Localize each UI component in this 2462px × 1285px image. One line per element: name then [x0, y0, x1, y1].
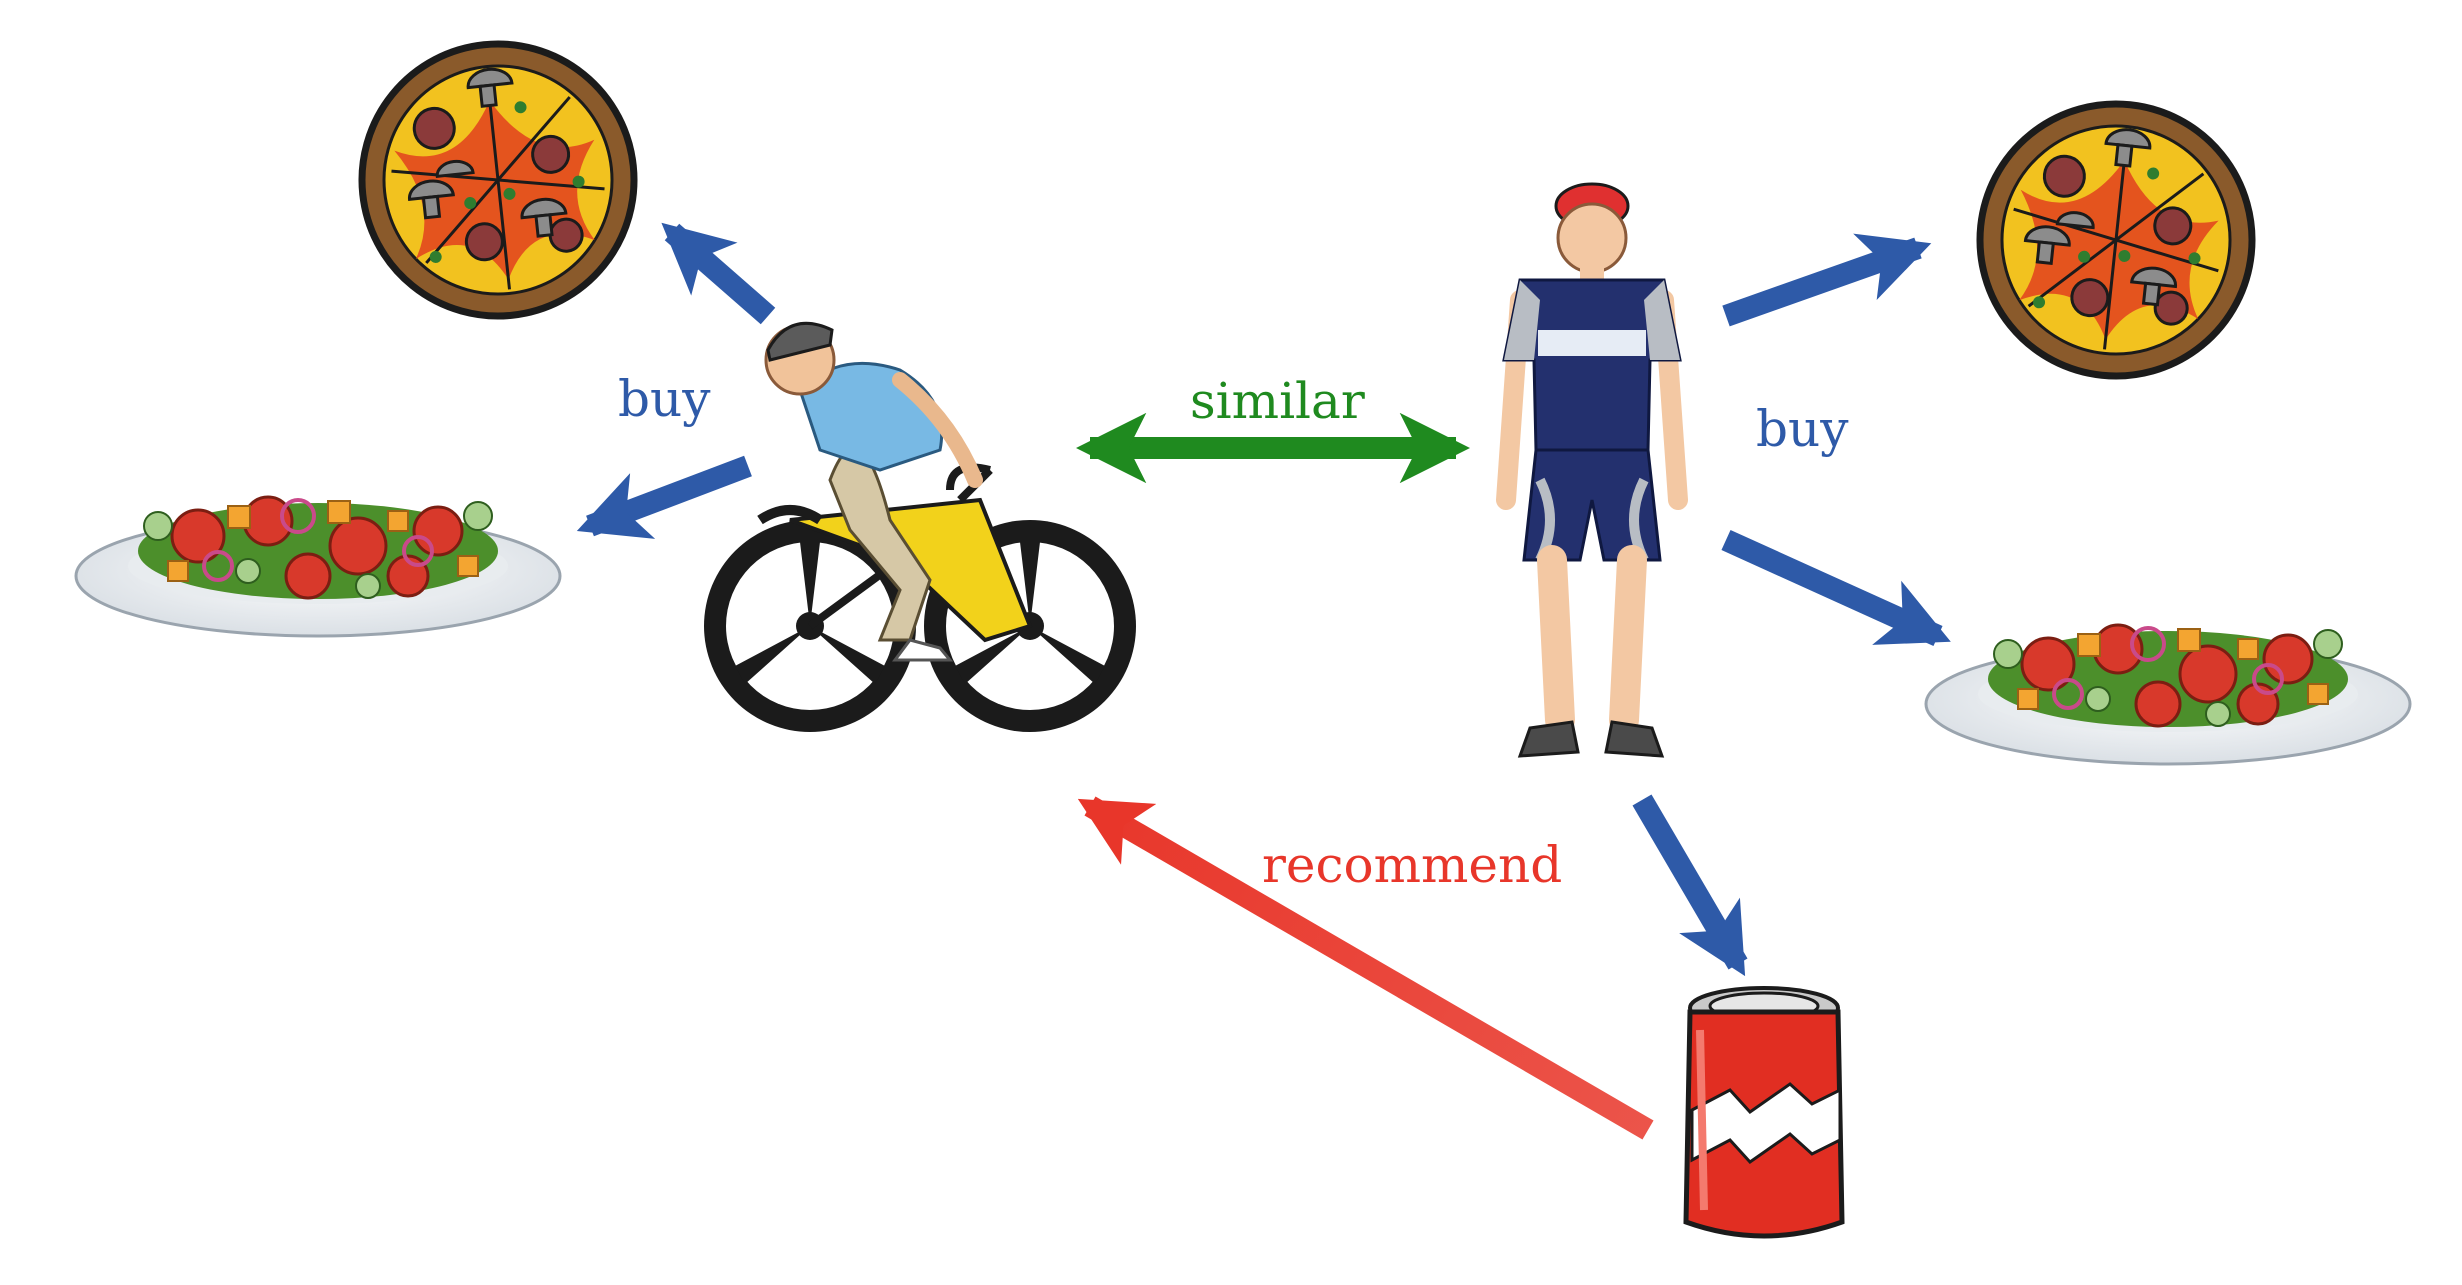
arrow-buy-right-salad: [1721, 529, 1951, 647]
arrow-buy-left-salad: [576, 455, 752, 539]
salad-right-icon: [1924, 623, 2412, 766]
cyclist-on-bike-icon: [704, 321, 1136, 732]
label-similar: similar: [1190, 372, 1365, 430]
label-buy-left: buy: [618, 370, 711, 428]
label-recommend: recommend: [1262, 836, 1563, 894]
arrow-buy-right-can: [1632, 794, 1748, 977]
arrow-recommend: [1077, 796, 1654, 1140]
standing-cyclist-icon: [1496, 182, 1688, 758]
salad-left-icon: [74, 495, 562, 638]
arrow-buy-left-pizza: [661, 222, 776, 325]
soda-can-icon: [1683, 986, 1845, 1239]
label-buy-right: buy: [1756, 400, 1849, 458]
pizza-left-icon: [358, 40, 638, 320]
arrow-buy-right-pizza: [1722, 233, 1932, 327]
pizza-right-icon: [1976, 100, 2256, 380]
